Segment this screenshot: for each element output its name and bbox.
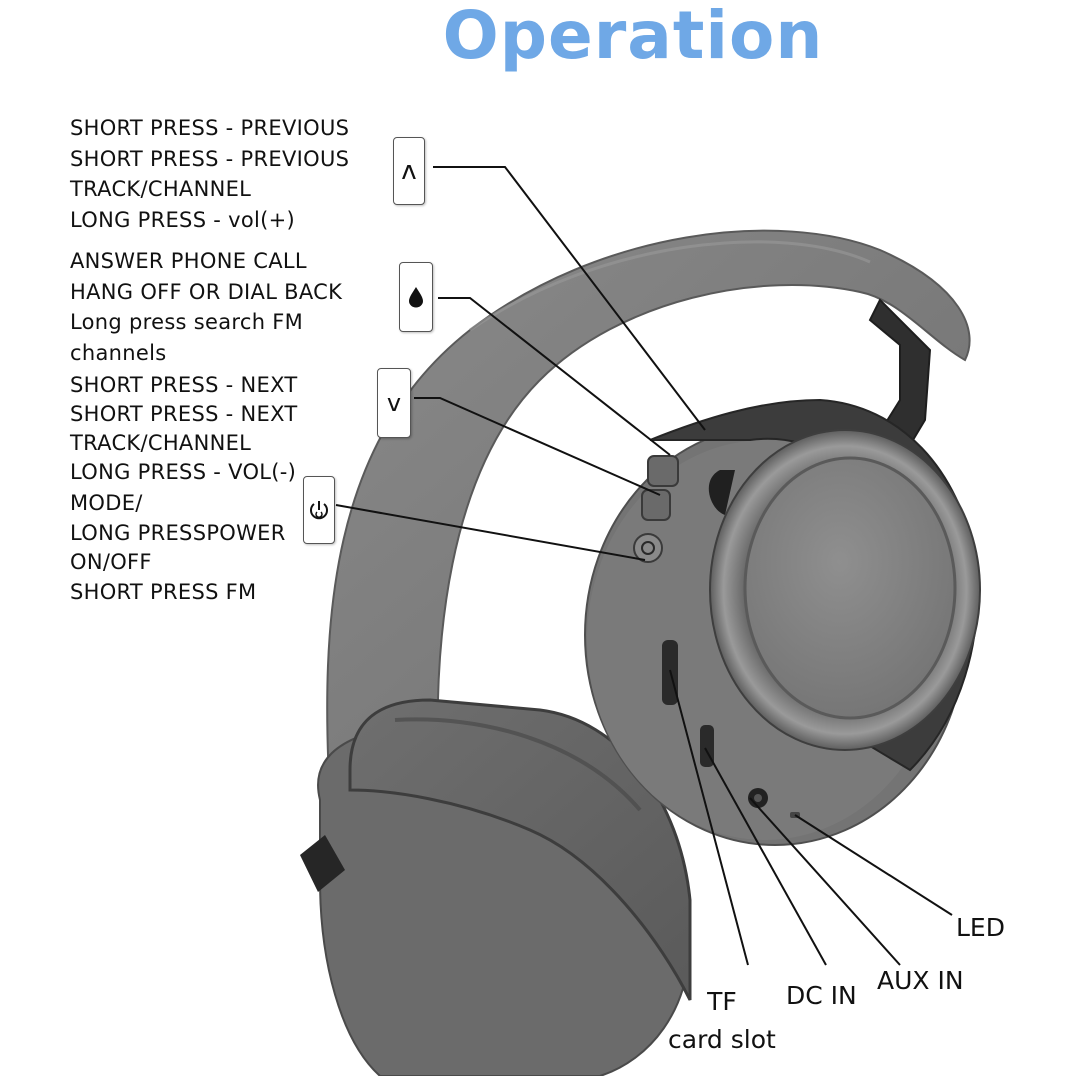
aux-in-label: AUX IN bbox=[877, 966, 964, 995]
drop-shape-icon bbox=[409, 287, 423, 308]
leader-power bbox=[335, 504, 646, 561]
label-line: LONG PRESSPOWER bbox=[70, 520, 286, 545]
label-line: channels bbox=[70, 340, 167, 365]
leader-down bbox=[414, 397, 661, 496]
leader-call bbox=[438, 297, 671, 456]
label-line: Long press search FM bbox=[70, 310, 304, 334]
chevron-up-glyph: ʌ bbox=[401, 156, 417, 186]
leader-up bbox=[433, 166, 706, 431]
label-line: MODE/ bbox=[70, 491, 143, 515]
call-button-description: ANSWER PHONE CALL HANG OFF OR DIAL BACK … bbox=[70, 246, 342, 368]
leader-tf bbox=[669, 669, 749, 966]
right-earcup bbox=[584, 398, 981, 846]
tf-label-line: card slot bbox=[668, 1025, 776, 1054]
label-line: TRACK/CHANNEL bbox=[70, 431, 252, 455]
label-line: LONG PRESS - VOL(-) bbox=[70, 460, 297, 484]
led-label: LED bbox=[956, 913, 1005, 942]
power-icon bbox=[303, 476, 335, 544]
down-button-description: SHORT PRESS - NEXT SHORT PRESS - NEXT TR… bbox=[70, 370, 298, 486]
power-symbol-icon bbox=[310, 501, 328, 520]
leader-lines bbox=[335, 166, 953, 966]
label-line: ANSWER PHONE CALL bbox=[70, 249, 307, 273]
leader-dc bbox=[704, 747, 827, 966]
tf-label-line: TF bbox=[707, 987, 737, 1016]
label-line: HANG OFF OR DIAL BACK bbox=[70, 279, 343, 304]
power-button-description: MODE/ LONG PRESSPOWER ON/OFF SHORT PRESS… bbox=[70, 488, 286, 606]
label-line: SHORT PRESS - NEXT bbox=[70, 402, 298, 426]
tf-card-slot-label: TF card slot bbox=[668, 983, 776, 1059]
label-line: SHORT PRESS - PREVIOUS bbox=[70, 146, 350, 171]
chevron-down-glyph: v bbox=[386, 389, 402, 417]
label-line: SHORT PRESS - PREVIOUS bbox=[70, 116, 350, 140]
label-line: TRACK/CHANNEL bbox=[70, 177, 252, 201]
leader-aux bbox=[749, 797, 901, 966]
leader-led bbox=[794, 814, 953, 916]
chevron-down-icon: v bbox=[377, 368, 411, 438]
label-line: LONG PRESS - vol(+) bbox=[70, 207, 296, 232]
label-line: SHORT PRESS - NEXT bbox=[70, 373, 298, 397]
label-line: SHORT PRESS FM bbox=[70, 579, 257, 604]
up-button-description: SHORT PRESS - PREVIOUS SHORT PRESS - PRE… bbox=[70, 113, 349, 235]
chevron-up-icon: ʌ bbox=[393, 137, 425, 205]
dc-in-label: DC IN bbox=[786, 981, 857, 1010]
label-line: ON/OFF bbox=[70, 550, 152, 574]
page-title: Operation bbox=[442, 0, 824, 74]
left-earcup bbox=[300, 698, 692, 1076]
phone-button-icon bbox=[399, 262, 433, 332]
